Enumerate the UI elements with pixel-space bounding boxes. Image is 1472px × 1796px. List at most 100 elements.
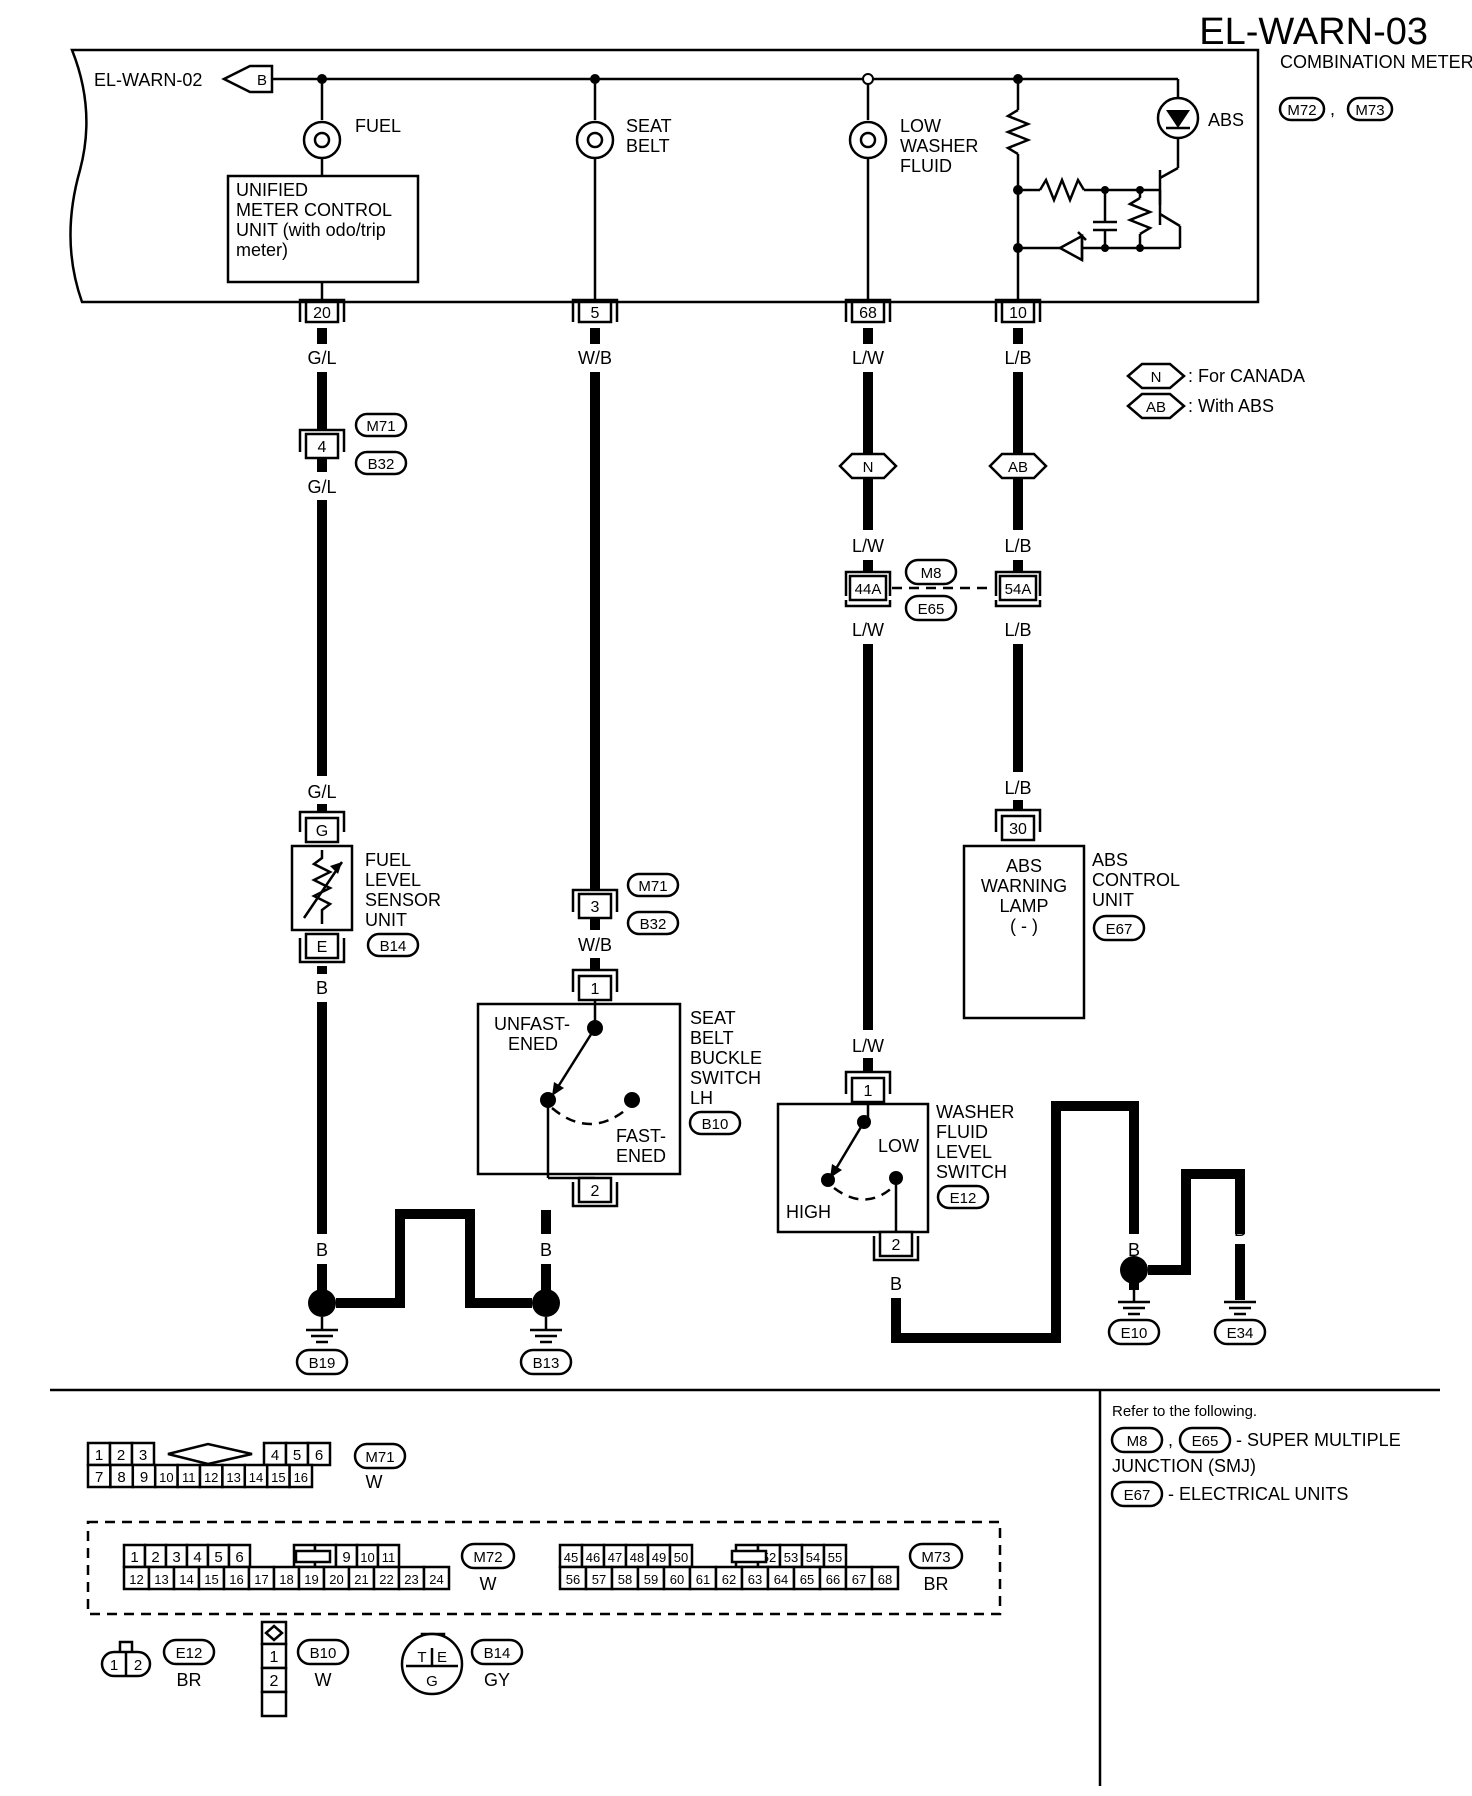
pin-label: 46 (586, 1550, 600, 1565)
pin-label: 53 (784, 1550, 798, 1565)
svg-text:B: B (394, 1240, 406, 1260)
svg-text:ABS: ABS (1006, 856, 1042, 876)
svg-text:W: W (366, 1472, 383, 1492)
svg-text:B: B (257, 72, 267, 89)
pin-label: 19 (304, 1572, 318, 1587)
svg-text:UNIT (with odo/trip: UNIT (with odo/trip (236, 220, 386, 240)
option-n-canada: N (838, 452, 898, 480)
svg-text:HIGH: HIGH (786, 1202, 831, 1222)
pin-label: 60 (670, 1572, 684, 1587)
svg-text:SEAT: SEAT (690, 1008, 736, 1028)
meter-pin-5: 5 (571, 298, 619, 324)
pin-label: 65 (800, 1572, 814, 1587)
conn-b14: B14 (366, 932, 420, 958)
pin-label: 15 (271, 1470, 285, 1485)
svg-text:E: E (437, 1649, 447, 1666)
svg-text:meter): meter) (236, 240, 288, 260)
abs-lamp-circuit (1004, 79, 1182, 302)
ground-e10: E10 (1107, 1318, 1161, 1346)
svg-text:N: N (1151, 369, 1162, 386)
svg-text:E34: E34 (1227, 1325, 1254, 1342)
svg-text:GY: GY (484, 1670, 510, 1690)
svg-text:SEAT: SEAT (626, 116, 672, 136)
svg-text:B: B (1234, 1220, 1246, 1240)
svg-text:W: W (315, 1670, 332, 1690)
svg-text:G/L: G/L (307, 348, 336, 368)
pin-label: 2 (151, 1549, 159, 1566)
svg-text:SWITCH: SWITCH (690, 1068, 761, 1088)
svg-text:FAST-: FAST- (616, 1126, 666, 1146)
svg-text:L/W: L/W (852, 536, 884, 556)
svg-text:L/B: L/B (1004, 620, 1031, 640)
svg-text:E67: E67 (1106, 921, 1133, 938)
pin-label: 59 (644, 1572, 658, 1587)
svg-text:3: 3 (591, 899, 600, 916)
svg-text:M71: M71 (366, 418, 395, 435)
svg-text:B19: B19 (309, 1355, 336, 1372)
svg-text:M8: M8 (921, 565, 942, 582)
meter-connector-m73: M73 (1346, 96, 1394, 122)
pin-label: 68 (878, 1572, 892, 1587)
svg-text:1: 1 (110, 1657, 118, 1674)
svg-text:B14: B14 (484, 1645, 511, 1662)
svg-text:B32: B32 (640, 916, 667, 933)
pin-label: 45 (564, 1550, 578, 1565)
svg-text:B: B (316, 1240, 328, 1260)
pin-label: 14 (179, 1572, 193, 1587)
pin-label: 2 (117, 1447, 125, 1464)
svg-text:B: B (1180, 1220, 1192, 1240)
pin-label: 54 (806, 1550, 820, 1565)
svg-text:54A: 54A (1005, 581, 1032, 598)
pin-label: 56 (566, 1572, 580, 1587)
svg-text:B: B (464, 1240, 476, 1260)
pin-label: 57 (592, 1572, 606, 1587)
low-washer-lamp-icon (848, 120, 888, 160)
svg-text:- ELECTRICAL UNITS: - ELECTRICAL UNITS (1168, 1484, 1348, 1504)
svg-text:BR: BR (176, 1670, 201, 1690)
svg-text:G/L: G/L (307, 477, 336, 497)
svg-text:SWITCH: SWITCH (936, 1162, 1007, 1182)
abs-led-icon (1156, 96, 1200, 140)
svg-text:B10: B10 (310, 1645, 337, 1662)
seat-belt-lamp-icon (575, 120, 615, 160)
svg-text:SENSOR: SENSOR (365, 890, 441, 910)
ground-b13: B13 (519, 1348, 573, 1376)
svg-text:20: 20 (313, 305, 331, 322)
svg-text:FLUID: FLUID (900, 156, 952, 176)
svg-text:1: 1 (270, 1649, 279, 1666)
svg-text:B13: B13 (533, 1355, 560, 1372)
svg-text:WASHER: WASHER (900, 136, 978, 156)
pin-label: 3 (172, 1549, 180, 1566)
conn-b10: B10 (688, 1110, 742, 1136)
svg-text:UNIT: UNIT (365, 910, 407, 930)
svg-text:LEVEL: LEVEL (365, 870, 421, 890)
svg-text:LEVEL: LEVEL (936, 1142, 992, 1162)
svg-text:L/W: L/W (852, 1036, 884, 1056)
svg-text:5: 5 (591, 305, 600, 322)
svg-text:2: 2 (892, 1237, 901, 1254)
pin-label: 64 (774, 1572, 788, 1587)
pin-label: 49 (652, 1550, 666, 1565)
pin-label: 21 (354, 1572, 368, 1587)
svg-text:L/W: L/W (852, 348, 884, 368)
pin-label: 4 (271, 1447, 279, 1464)
conn-m71-b: M71 (626, 872, 680, 898)
pin-label: 16 (229, 1572, 243, 1587)
svg-text:L/B: L/B (1004, 348, 1031, 368)
svg-text:B: B (890, 1274, 902, 1294)
svg-text:: With ABS: : With ABS (1188, 396, 1274, 416)
connector-view-b10: 1 2 B10 W (260, 1620, 350, 1718)
svg-text:UNFAST-: UNFAST- (494, 1014, 570, 1034)
svg-text:METER CONTROL: METER CONTROL (236, 200, 392, 220)
svg-text:( - ): ( - ) (1010, 916, 1038, 936)
svg-text:BR: BR (923, 1574, 948, 1594)
pin-label: 16 (294, 1470, 308, 1485)
svg-text:10: 10 (1009, 305, 1027, 322)
svg-text:E12: E12 (176, 1645, 203, 1662)
conn-e67: E67 (1092, 914, 1146, 942)
svg-text:ABS: ABS (1208, 110, 1244, 130)
conn-e12: E12 (936, 1184, 990, 1210)
